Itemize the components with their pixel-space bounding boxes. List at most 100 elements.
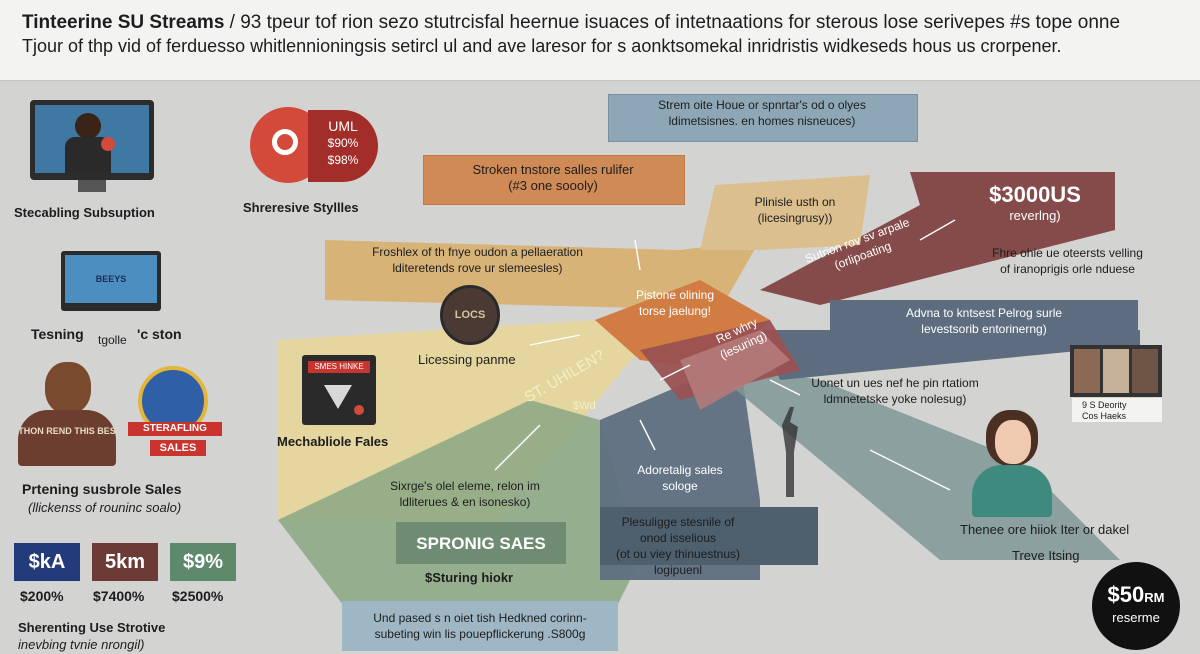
flow-ribbon-tan-top xyxy=(700,175,870,250)
arrow-3 xyxy=(634,239,641,271)
lock-icon-text: LOCS xyxy=(454,309,486,321)
value-circle-unit: RM xyxy=(1144,590,1165,605)
arrow-1 xyxy=(529,334,581,346)
flow-adoret-line-1: Adoretalig sales xyxy=(637,463,723,477)
green-desc-text: Sixrge's olel eleme, relon im ldliterues… xyxy=(370,478,560,510)
product-box-dot xyxy=(354,405,364,415)
flow-plinisle-line-1: Plinisle usth on xyxy=(754,195,836,209)
stat-value-1: $200% xyxy=(20,588,64,604)
flow-big-value: $3000US xyxy=(989,182,1081,207)
flow-arrow-maroon xyxy=(760,172,1115,305)
person-head xyxy=(45,362,91,414)
box-stroken-line-1: Stroken tnstore salles rulifer xyxy=(472,162,634,177)
stat-value-2: $7400% xyxy=(93,588,145,604)
box-freshlex-line-1: Froshlex of th fnye oudon a pellaeration xyxy=(372,245,583,259)
header-title: Tinteerine SU Streams xyxy=(22,12,225,33)
subsection-sub: (llickenss of rouninc soalo) xyxy=(28,500,182,515)
lock-label: Licessing panme xyxy=(418,352,516,367)
person-label: Thenee ore hiiok Iter or dakel xyxy=(960,522,1130,537)
screen-map: BEEYS xyxy=(65,255,157,303)
box-top-text: Strem oite Houe or spnrtar's od o olyes … xyxy=(608,97,916,129)
sales-badge-ribbon-2: SALES xyxy=(150,440,206,456)
flow-unoet-line-1: Uonet un ues nef he pin rtatiom xyxy=(811,376,979,390)
statue-silhouette xyxy=(782,407,798,497)
arrow-8 xyxy=(769,379,801,396)
flow-adoret-line-2: sologe xyxy=(662,479,698,493)
box-stroken-line-2: (#3 one soooly) xyxy=(508,178,598,193)
stat-value-3: $2500% xyxy=(172,588,224,604)
box-bottom-text: Und pased s n oiet tish Hedkned corinn- … xyxy=(342,610,618,642)
box-plesu-line-4: logipuenl xyxy=(653,563,703,577)
woman-face xyxy=(995,420,1031,464)
stat-box-2: 5km xyxy=(92,543,158,581)
box-advna xyxy=(830,300,1138,344)
box-plesu-line-1: Plesuligge stesnile of xyxy=(621,515,735,529)
stat-box-1: $kA xyxy=(14,543,80,581)
flow-big-sub: reverlng) xyxy=(1009,208,1061,223)
value-circle-main: $50RM xyxy=(1092,582,1180,608)
flow-fhre-line-1: Fhre ohie ue oteersts velling xyxy=(992,246,1143,260)
box-stroken-text: Stroken tnstore salles rulifer (#3 one s… xyxy=(423,162,683,194)
woman-body xyxy=(972,465,1052,517)
box-plesu-text: Plesuligge stesnile of onod isselious (o… xyxy=(598,514,758,578)
box-bottom-line-2: subeting win lis pouepflickerung .S800g xyxy=(374,627,586,641)
product-box-mark xyxy=(324,385,352,409)
box-advna-text: Advna to kntsest Pelrog surle levestsori… xyxy=(830,305,1138,337)
flow-arrow-pale xyxy=(680,330,790,410)
header-bar: Tinteerine SU Streams / 93 tpeur tof rio… xyxy=(0,0,1200,81)
box-plesu-line-2: onod isselious xyxy=(639,531,717,545)
monitor-screen xyxy=(35,105,149,173)
flow-band-tan xyxy=(325,240,760,310)
box-plesu-line-3: (ot ou viey thinuestnus) xyxy=(615,547,741,561)
flow-wedge-green xyxy=(278,400,640,640)
pie-inner-ring xyxy=(272,129,298,155)
arrow-2 xyxy=(494,424,541,471)
arrow-4 xyxy=(639,419,656,451)
photo-caption-line-2: Cos Haeks xyxy=(1082,411,1127,421)
flow-plinisle-line-2: (licesingrusy)) xyxy=(757,211,833,225)
photo-caption-line-1: 9 S Deority xyxy=(1082,400,1127,410)
pie-badge-line-3: $98% xyxy=(327,153,359,167)
box-freshlex-text: Froshlex of th fnye oudon a pellaeration… xyxy=(325,244,630,276)
arrow-5 xyxy=(659,364,691,381)
flow-pistone-line-1: Pistone olining xyxy=(635,288,715,302)
box-bottom xyxy=(342,601,618,651)
sales-badge-ribbon: STERAFLING xyxy=(128,422,222,436)
flow-plinisle-text: Plinisle usth on (licesingrusy)) xyxy=(720,194,870,226)
photo-caption-bg xyxy=(1072,398,1162,422)
green-region-sub: $Wd xyxy=(573,400,596,412)
monitor-icon xyxy=(30,100,154,180)
photo-3 xyxy=(1132,349,1158,393)
box-top-line-2: ldimetsisnes. en homes nisneuces) xyxy=(668,114,856,128)
green-desc-line-1: Sixrge's olel eleme, relon im xyxy=(390,479,540,493)
value-circle-sub: reserme xyxy=(1112,610,1160,625)
person-shirt: THON REND THIS BES xyxy=(18,410,116,466)
screen-label-a: Tesning xyxy=(31,326,84,342)
photo-1 xyxy=(1074,349,1100,393)
pie-label: Shreresive Styllles xyxy=(243,200,359,215)
arrow-6 xyxy=(869,449,951,491)
pie-badge-line-1: UML xyxy=(328,118,358,134)
box-advna-line-1: Advna to kntsest Pelrog surle xyxy=(905,306,1063,320)
flow-pistone-line-2: torse jaelung! xyxy=(638,304,712,318)
lock-icon: LOCS xyxy=(440,285,500,345)
flow-pistone-text: Pistone olining torse jaelung! xyxy=(600,287,750,319)
footer-sub: inevbing tvnie nrongil) xyxy=(18,637,145,652)
box-top-line-1: Strem oite Houe or spnrtar's od o olyes xyxy=(658,98,866,112)
screen-icon: BEEYS xyxy=(61,251,161,311)
stat-box-3: $9% xyxy=(170,543,236,581)
screen-label-c: 'c ston xyxy=(137,326,182,342)
box-sprong xyxy=(396,522,566,564)
subsection-title: Prtening susbrole Sales xyxy=(22,481,182,497)
header-title-rest: / 93 tpeur tof rion sezo stutrcisfal hee… xyxy=(224,12,1121,33)
flow-fhre-text: Fhre ohie ue oteersts velling of iranopr… xyxy=(960,245,1175,277)
box-plesu xyxy=(600,507,818,565)
flow-unoet-text: Uonet un ues nef he pin rtatiom ldmnetet… xyxy=(800,375,990,407)
box-freshlex-line-2: lditeretends rove ur slemeesles) xyxy=(392,261,563,275)
monitor-label: Stecabling Subsuption xyxy=(14,205,155,220)
photo-2 xyxy=(1103,349,1129,393)
header-line-1: Tinteerine SU Streams / 93 tpeur tof rio… xyxy=(22,12,1120,34)
flow-unoet-line-2: ldmnetetske yoke nolesug) xyxy=(823,392,967,406)
value-circle-amount: $50 xyxy=(1107,582,1145,607)
box-stroken xyxy=(423,155,685,205)
